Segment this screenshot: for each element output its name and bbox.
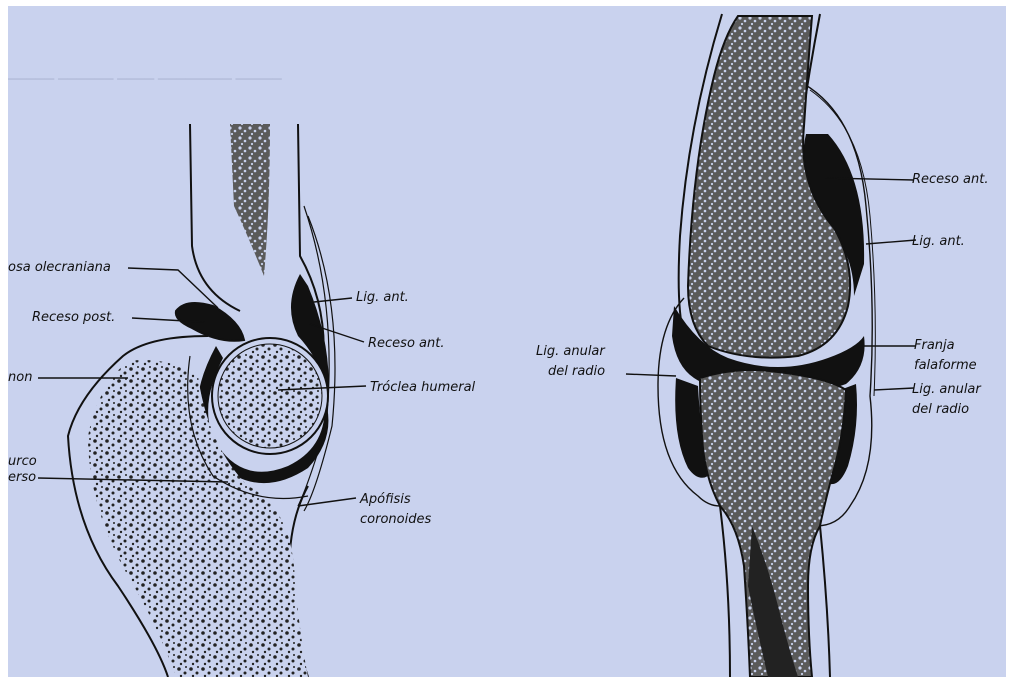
humerus-medulla: [230, 124, 270, 276]
radius-outline-right: [820, 526, 830, 677]
label-fosa-olecraniana: osa olecraniana: [8, 260, 111, 276]
label-lig-anular-left-line2: del radio: [548, 364, 605, 380]
scanned-page: ▁▁▁▁▁ ▁▁▁▁▁▁ ▁▁▁▁ ▁▁▁▁▁▁▁▁ ▁▁▁▁▁: [8, 6, 1006, 677]
leader-fosa-olecraniana: [128, 268, 218, 308]
leader-lig-anular-right: [874, 388, 914, 390]
label-franja-line1: Franja: [914, 338, 955, 354]
left-sagittal-view: [68, 124, 335, 677]
label-lig-anular-right-line1: Lig. anular: [912, 382, 981, 398]
label-lig-ant-left: Lig. ant.: [356, 290, 409, 306]
elbow-joint-illustration: [8, 6, 1006, 677]
label-lig-anular-right-line2: del radio: [912, 402, 969, 418]
label-surco-line1: urco: [8, 454, 37, 470]
label-lig-anular-left-line1: Lig. anular: [536, 344, 605, 360]
label-receso-ant-left: Receso ant.: [368, 336, 444, 352]
label-receso-post: Receso post.: [32, 310, 115, 326]
leader-lig-ant-left: [314, 298, 352, 302]
label-troclea-humeral: Tróclea humeral: [370, 380, 475, 396]
trochlea-spongy: [218, 344, 322, 448]
label-apofisis-line2: coronoides: [360, 512, 431, 528]
right-coronal-view: [658, 14, 875, 677]
label-olecranon: non: [8, 370, 32, 386]
leader-lig-anular-left: [626, 374, 676, 376]
label-receso-ant-right: Receso ant.: [912, 172, 988, 188]
leader-apofisis: [298, 498, 356, 506]
leader-lig-ant-right: [866, 240, 916, 244]
label-surco-line2: erso: [8, 470, 36, 486]
label-apofisis-line1: Apófisis: [360, 492, 411, 508]
radius-outline-left: [720, 506, 730, 677]
label-lig-ant-right: Lig. ant.: [912, 234, 965, 250]
label-franja-line2: falaforme: [914, 358, 977, 374]
